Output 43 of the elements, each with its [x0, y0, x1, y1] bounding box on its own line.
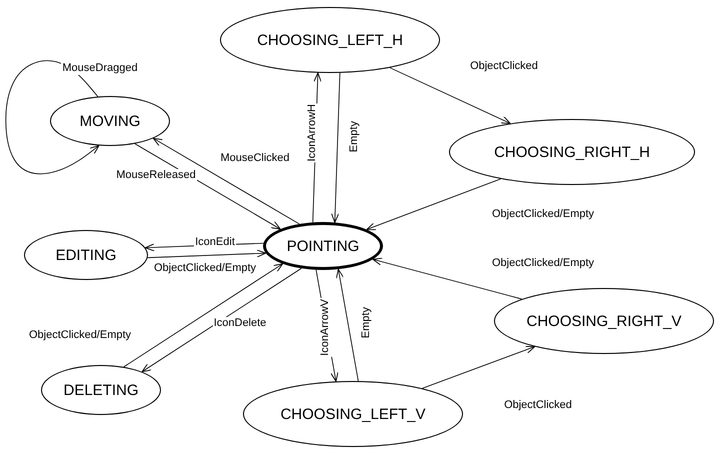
edge-label: Empty [360, 306, 372, 340]
edge-label: IconArrowV [318, 298, 332, 356]
edge-label: MouseClicked [219, 152, 291, 164]
transition-arrow [331, 72, 340, 223]
edge-label: IconDelete [212, 316, 268, 330]
state-ellipse [494, 288, 714, 354]
transition-arrow [336, 268, 359, 382]
transition-arrow [152, 138, 300, 224]
state-ellipse [41, 365, 161, 415]
edge-label: ObjectClicked [469, 60, 539, 72]
transition-arrow [389, 67, 511, 124]
state-name: POINTING [286, 238, 360, 254]
transition-arrow [123, 263, 284, 368]
state-ellipse [449, 119, 695, 185]
state-ellipse [24, 230, 148, 280]
transition-arrow [5, 60, 100, 174]
transition-arrow [372, 258, 522, 300]
edge-label: IconEdit [194, 236, 236, 248]
state-name: CHOOSING_LEFT_H [257, 32, 403, 48]
state-name: DELETING [63, 382, 138, 398]
edge-label: ObjectClicked [503, 398, 573, 412]
edge-label: ObjectClicked/Empty [152, 262, 258, 274]
edge-label: ObjectClicked/Empty [28, 328, 132, 342]
state-name: MOVING [80, 112, 140, 130]
state-name: CHOOSING_RIGHT_V [526, 312, 682, 330]
edge-label: MouseReleased [115, 168, 197, 182]
transition-arrow [422, 346, 536, 389]
state-name: CHOOSING_LEFT_V [280, 406, 426, 422]
edge-label: Empty [348, 120, 360, 154]
transition-arrow [366, 178, 502, 230]
state-ellipse [243, 381, 463, 447]
state-name: EDITING [56, 246, 116, 264]
state-name: CHOOSING_RIGHT_H [494, 144, 650, 160]
state-ellipse [263, 222, 383, 270]
transition-arrow [134, 143, 281, 230]
state-ellipse [220, 7, 440, 73]
edge-label: ObjectClicked/Empty [490, 256, 596, 270]
edge-label: IconArrowH [306, 103, 318, 163]
edge-label: ObjectClicked/Empty [490, 208, 596, 220]
edge-label: MouseDragged [61, 62, 139, 74]
transition-arrow [142, 268, 302, 372]
transition-arrow [147, 250, 266, 258]
state-ellipse [50, 96, 170, 146]
